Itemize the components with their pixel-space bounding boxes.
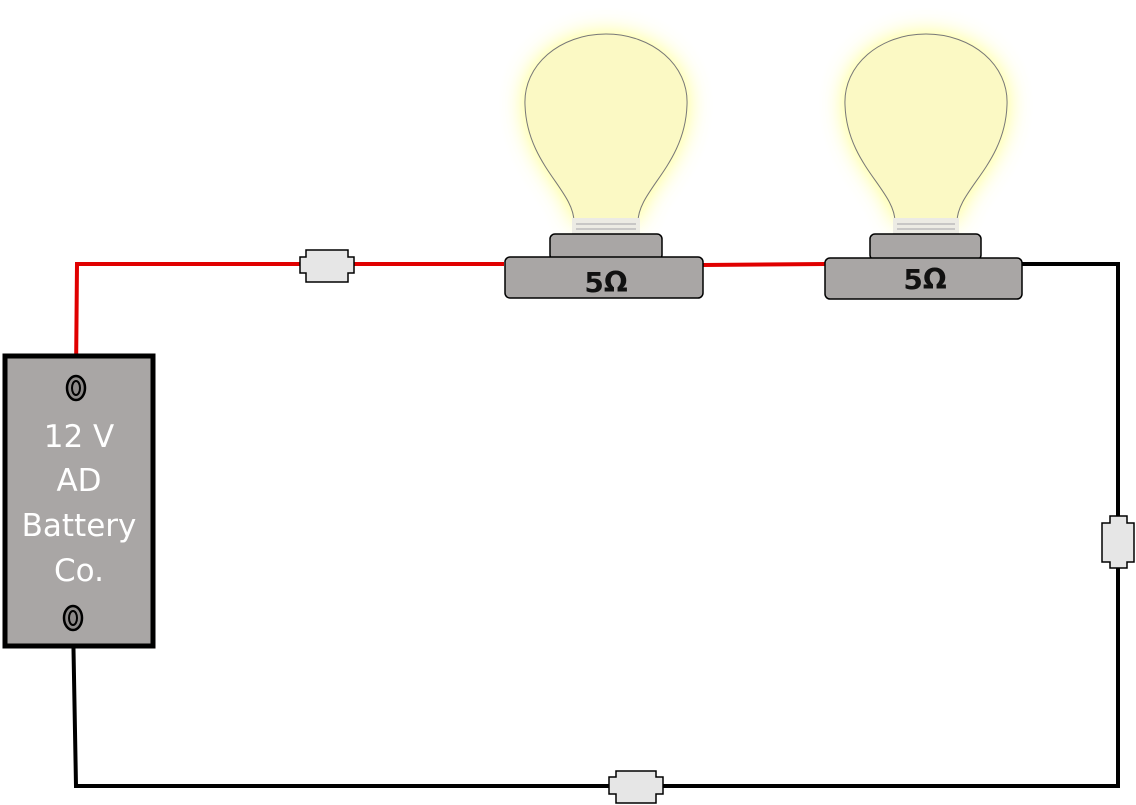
wire-connector-icon: [608, 770, 664, 804]
battery-label-line-4: Co.: [54, 553, 104, 589]
bulb-base: [572, 218, 640, 236]
resistance-label: 5Ω: [903, 263, 946, 296]
resistance-label: 5Ω: [584, 266, 627, 299]
battery-label-line-1: 12 V: [44, 419, 115, 455]
return-wire: [71, 262, 1120, 788]
battery: 12 V AD Battery Co.: [2, 353, 156, 649]
positive-terminal: [65, 374, 87, 402]
battery-icon: [2, 353, 156, 649]
socket-base: [824, 257, 1023, 300]
wire-connector-icon: [299, 249, 355, 283]
bulb-2: 5Ω: [824, 33, 1023, 300]
light-bulb-icon: [844, 33, 1008, 223]
wire-connector-bottom: [608, 770, 664, 804]
bulb-base: [893, 218, 959, 236]
bulb-1: 5Ω: [504, 33, 704, 299]
live-wire-battery-to-bulb1: [74, 262, 504, 377]
battery-label-line-2: AD: [56, 463, 101, 499]
socket-base: [504, 256, 704, 299]
wire-connector-right: [1101, 515, 1135, 569]
wire-connector-top: [299, 249, 355, 283]
light-bulb-icon: [524, 33, 688, 223]
wires: [71, 262, 1120, 788]
socket-top: [869, 233, 982, 261]
battery-label-line-3: Battery: [22, 508, 137, 544]
socket-top: [549, 233, 663, 261]
live-wire-bulb1-to-bulb2: [702, 262, 827, 267]
negative-terminal: [62, 604, 84, 632]
wire-connector-icon: [1101, 515, 1135, 569]
